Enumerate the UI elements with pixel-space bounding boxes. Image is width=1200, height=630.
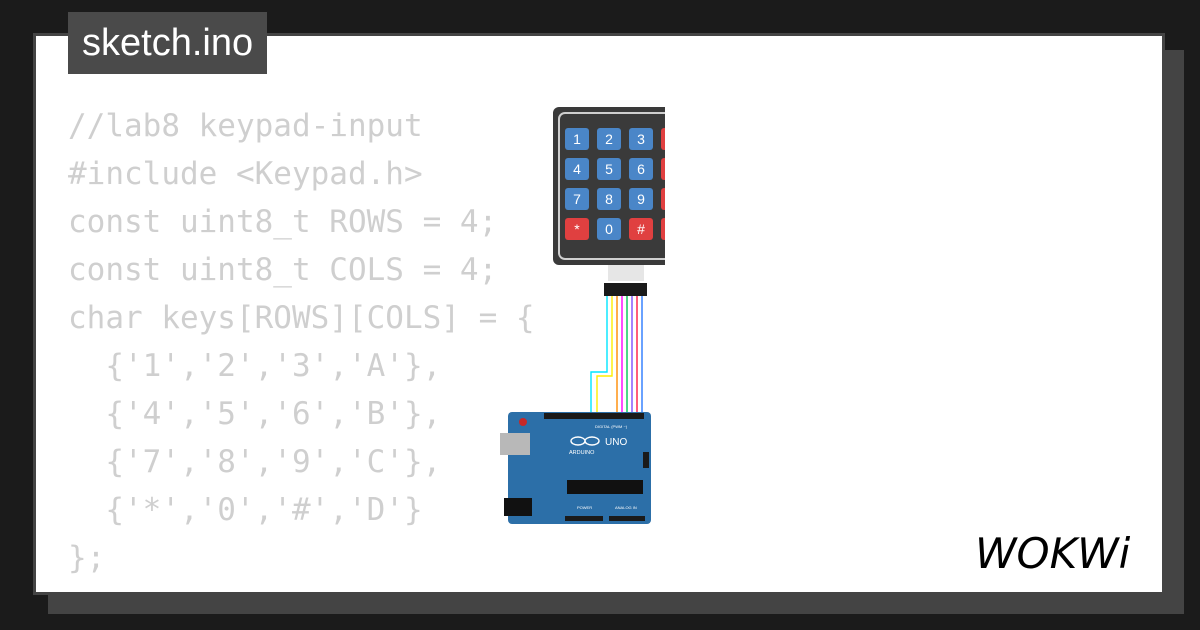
analog-header bbox=[609, 516, 645, 521]
usb-port bbox=[500, 433, 530, 455]
circuit-diagram: 123A456B789C*0#D UNO ARDUINO DIGITAL (PW… bbox=[500, 107, 665, 524]
keypad-key[interactable] bbox=[597, 158, 621, 180]
wire bbox=[590, 296, 608, 416]
arduino-logo-right bbox=[584, 436, 600, 446]
power-header bbox=[565, 516, 603, 521]
keypad-header bbox=[604, 283, 647, 296]
icsp-header bbox=[643, 452, 649, 468]
keypad-key[interactable] bbox=[629, 188, 653, 210]
keypad-key-label: 9 bbox=[637, 191, 645, 207]
code-line: const uint8_t COLS = 4; bbox=[68, 252, 498, 288]
keypad-key[interactable] bbox=[565, 188, 589, 210]
code-line: {'*','0','#','D'} bbox=[68, 492, 423, 528]
atmega-chip bbox=[567, 480, 643, 494]
code-listing: //lab8 keypad-input #include <Keypad.h> co… bbox=[68, 102, 535, 582]
power-label: POWER bbox=[577, 505, 592, 510]
file-tab-label: sketch.ino bbox=[82, 22, 254, 64]
keypad-key[interactable] bbox=[661, 158, 665, 180]
keypad-wires bbox=[590, 296, 643, 416]
keypad-key[interactable] bbox=[565, 158, 589, 180]
keypad-frame bbox=[558, 112, 665, 260]
reset-button bbox=[519, 418, 527, 426]
keypad-key[interactable] bbox=[597, 188, 621, 210]
keypad-key-label: 2 bbox=[605, 131, 613, 147]
keypad-key-label: 4 bbox=[573, 161, 581, 177]
code-line: //lab8 keypad-input bbox=[68, 108, 423, 144]
keypad-key-label: 3 bbox=[637, 131, 645, 147]
keypad-key-label: 8 bbox=[605, 191, 613, 207]
keypad-key-label: 1 bbox=[573, 131, 581, 147]
digital-label: DIGITAL (PWM ~) bbox=[595, 424, 628, 429]
keypad-key[interactable] bbox=[597, 218, 621, 240]
keypad-key-label: 6 bbox=[637, 161, 645, 177]
keypad-ribbon bbox=[608, 265, 644, 281]
code-line: {'4','5','6','B'}, bbox=[68, 396, 442, 432]
keypad-key-label: 0 bbox=[605, 221, 613, 237]
code-line: }; bbox=[68, 540, 106, 576]
keypad-key[interactable] bbox=[661, 188, 665, 210]
code-line: #include <Keypad.h> bbox=[68, 156, 423, 192]
keypad-key[interactable] bbox=[661, 128, 665, 150]
analog-label: ANALOG IN bbox=[615, 505, 637, 510]
arduino-pcb bbox=[508, 412, 651, 524]
keypad-key-label: * bbox=[574, 221, 580, 237]
code-line: {'1','2','3','A'}, bbox=[68, 348, 442, 384]
wokwi-logo: WOKWi bbox=[975, 529, 1131, 578]
wokwi-logo-text: WOKWi bbox=[975, 529, 1131, 578]
keypad-key[interactable] bbox=[629, 128, 653, 150]
keypad-key[interactable] bbox=[629, 218, 653, 240]
keypad-key[interactable] bbox=[661, 218, 665, 240]
keypad-key-label: 7 bbox=[573, 191, 581, 207]
power-jack bbox=[504, 498, 532, 516]
code-line: {'7','8','9','C'}, bbox=[68, 444, 442, 480]
wire bbox=[596, 296, 613, 416]
board-model-label: UNO bbox=[605, 437, 627, 448]
keypad-key[interactable] bbox=[597, 128, 621, 150]
keypad-keys: 123A456B789C*0#D bbox=[565, 128, 665, 240]
keypad-key[interactable] bbox=[565, 218, 589, 240]
board-brand-label: ARDUINO bbox=[569, 450, 595, 456]
file-tab[interactable]: sketch.ino bbox=[68, 12, 268, 74]
arduino-board: UNO ARDUINO DIGITAL (PWM ~) POWER ANALOG… bbox=[500, 412, 651, 524]
keypad-key[interactable] bbox=[565, 128, 589, 150]
keypad-key[interactable] bbox=[629, 158, 653, 180]
digital-header bbox=[544, 413, 644, 419]
code-line: const uint8_t ROWS = 4; bbox=[68, 204, 498, 240]
keypad-key-label: 5 bbox=[605, 161, 613, 177]
code-line: char keys[ROWS][COLS] = { bbox=[68, 300, 535, 336]
keypad-key-label: # bbox=[637, 221, 645, 237]
